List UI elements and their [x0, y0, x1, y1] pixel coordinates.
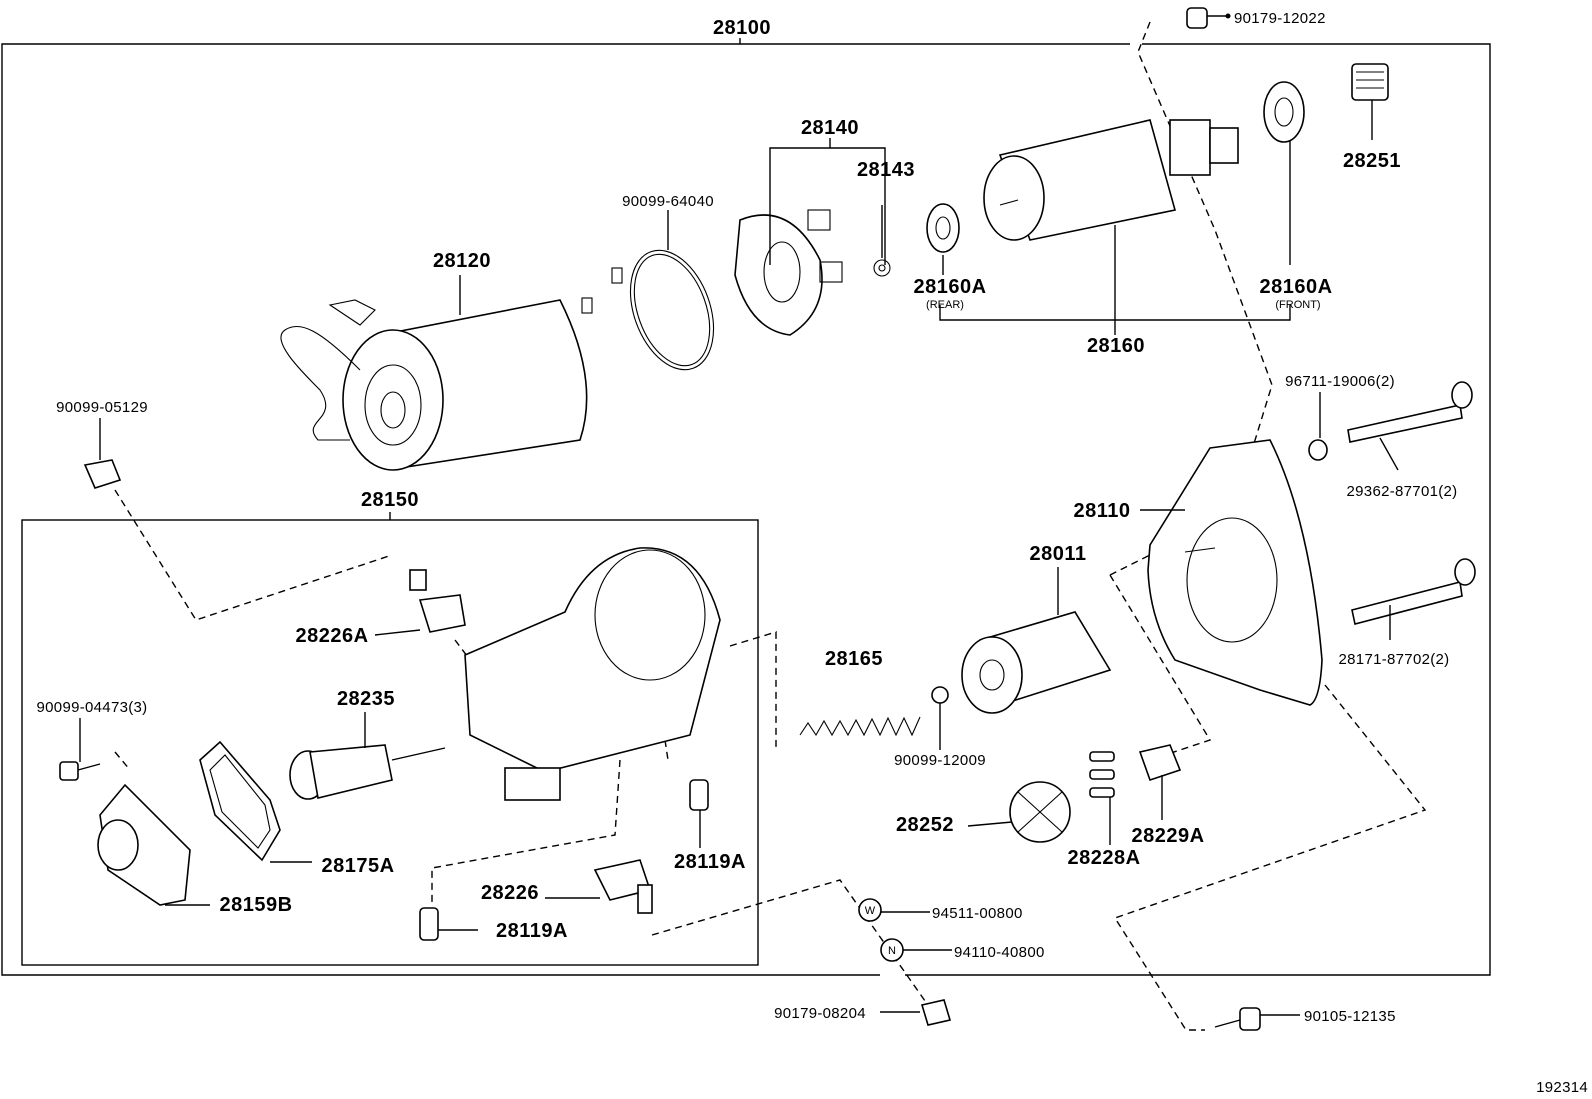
label-28119a-top: 28119A: [674, 851, 746, 873]
label-28120: 28120: [433, 250, 491, 272]
rollers-part: [1089, 751, 1115, 798]
label-28229a: 28229A: [1131, 825, 1204, 847]
label-28150: 28150: [361, 489, 419, 511]
nut-left-part: [83, 459, 122, 489]
assembly-28150-outline: [21, 512, 759, 966]
label-28143: 28143: [857, 159, 915, 181]
brush-spring-part: [873, 259, 891, 277]
bushing-lower-part: [419, 907, 439, 941]
o-ring-part: [629, 249, 715, 371]
label-rear-note: (REAR): [926, 299, 964, 311]
front-bearing-part: [1263, 81, 1305, 143]
label-90179-08204: 90179-08204: [774, 1005, 866, 1022]
rear-bearing-part: [926, 203, 960, 253]
end-cover-part: [97, 783, 191, 906]
screw-part: [59, 761, 101, 781]
label-90099-64040: 90099-64040: [622, 193, 714, 210]
label-28119a-bottom: 28119A: [496, 920, 568, 942]
label-28110: 28110: [1073, 500, 1130, 522]
label-28165: 28165: [825, 648, 883, 670]
washer-marker-letter: W: [865, 905, 876, 917]
label-28226a: 28226A: [295, 625, 368, 647]
washer-marker: W: [858, 898, 882, 922]
part-labels: 28100 90179-12022 28140 28143 90099-6404…: [37, 10, 1588, 1096]
field-frame-28120-part: [280, 267, 623, 471]
through-bolt-lower-part: [1351, 558, 1476, 625]
label-90105-12135: 90105-12135: [1304, 1008, 1396, 1025]
diagram-id: 192314: [1536, 1079, 1588, 1096]
starter-housing-part: [464, 547, 721, 801]
label-28160: 28160: [1087, 335, 1145, 357]
label-94110-40800: 94110-40800: [954, 944, 1045, 961]
label-28228a: 28228A: [1067, 847, 1140, 869]
armature-part: [983, 119, 1239, 241]
leader-lines: [79, 13, 1399, 1016]
label-28251: 28251: [1343, 150, 1401, 172]
label-28159b: 28159B: [219, 894, 292, 916]
label-90099-05129: 90099-05129: [56, 399, 148, 416]
label-28226: 28226: [481, 882, 539, 904]
nut-bottom-part: [920, 999, 952, 1026]
label-28252: 28252: [896, 814, 954, 836]
bolt-bottom-part: [1214, 1007, 1261, 1031]
washer-right-part: [1308, 439, 1328, 461]
relation-lines: [114, 21, 1427, 1031]
label-28160a-front: 28160A: [1259, 276, 1332, 298]
label-28175a: 28175A: [321, 855, 394, 877]
bushing-upper-part: [689, 779, 709, 811]
label-28160a-rear: 28160A: [913, 276, 986, 298]
plunger-part: [289, 744, 446, 800]
label-29362-87701: 29362-87701(2): [1347, 483, 1458, 500]
label-28011: 28011: [1029, 543, 1086, 565]
terminal-lower-part: [593, 859, 653, 914]
steel-ball-part: [931, 686, 949, 704]
label-90179-12022: 90179-12022: [1234, 10, 1326, 27]
starter-clutch-part: [961, 611, 1112, 714]
label-front-note: (FRONT): [1275, 299, 1320, 311]
pinion-gear-part: [1009, 781, 1071, 843]
gasket-part: [199, 740, 281, 862]
label-28100: 28100: [713, 17, 771, 39]
nut-top-part: [1186, 7, 1208, 29]
label-28171-87702: 28171-87702(2): [1339, 651, 1450, 668]
assembly-28100-outline: [1, 38, 1491, 976]
label-90099-04473: 90099-04473(3): [37, 699, 148, 716]
retainer-part: [1138, 744, 1182, 782]
nut-marker: N: [880, 938, 904, 962]
idler-gear-part: [1351, 63, 1389, 101]
label-96711-19006: 96711-19006(2): [1285, 373, 1395, 390]
terminal-upper-part: [409, 569, 466, 633]
nut-marker-letter: N: [888, 945, 896, 957]
brush-holder-part: [734, 209, 843, 336]
label-94511-00800: 94511-00800: [932, 905, 1023, 922]
label-28140: 28140: [801, 117, 859, 139]
label-28235: 28235: [337, 688, 395, 710]
drive-housing-part: [1147, 439, 1323, 706]
return-spring-part: [799, 716, 921, 737]
label-90099-12009: 90099-12009: [894, 752, 986, 769]
through-bolt-upper-part: [1347, 381, 1473, 443]
